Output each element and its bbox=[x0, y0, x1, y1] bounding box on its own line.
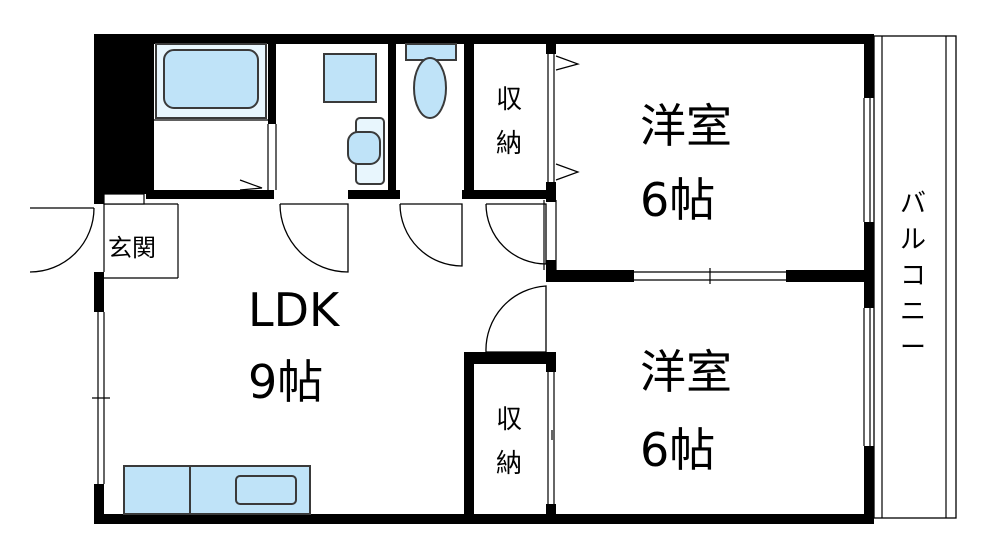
room-label-storage-bottom: 収納 bbox=[496, 405, 522, 479]
washbasin bbox=[323, 53, 385, 185]
balcony-char: ニ bbox=[900, 297, 926, 327]
room-size-ldk: 9帖 bbox=[248, 355, 323, 409]
room-label-entrance: 玄関 bbox=[108, 234, 156, 262]
storage-bottom-char-2: 納 bbox=[496, 449, 522, 479]
storage-top-char-2: 納 bbox=[496, 129, 522, 159]
balcony-char: バ bbox=[900, 189, 926, 219]
kitchen-counter bbox=[123, 465, 311, 515]
room-size-western-bottom: 6帖 bbox=[640, 423, 715, 477]
storage-top-char-1: 収 bbox=[496, 85, 522, 115]
room-label-ldk: LDK bbox=[248, 283, 341, 337]
balcony-char: ル bbox=[900, 225, 926, 255]
thin-partitions bbox=[92, 54, 871, 504]
room-label-western-top: 洋室 bbox=[640, 99, 732, 153]
door-swings bbox=[29, 203, 547, 353]
walls bbox=[94, 34, 874, 524]
room-label-western-bottom: 洋室 bbox=[640, 345, 732, 399]
room-size-western-top: 6帖 bbox=[640, 173, 715, 227]
balcony-area bbox=[873, 35, 957, 519]
toilet bbox=[405, 43, 457, 119]
room-label-storage-top: 収納 bbox=[496, 85, 522, 159]
balcony-char: ー bbox=[900, 333, 926, 363]
balcony-char: コ bbox=[900, 261, 926, 291]
bathtub bbox=[155, 43, 267, 119]
storage-bottom-char-1: 収 bbox=[496, 405, 522, 435]
